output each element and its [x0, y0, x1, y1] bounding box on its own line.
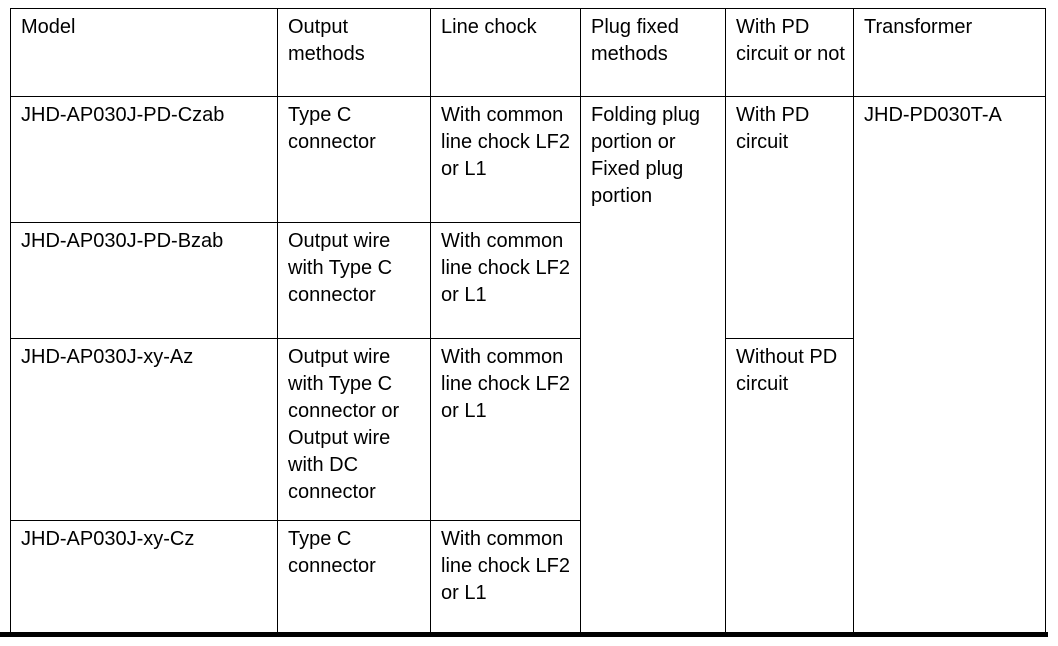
- table-row: JHD-AP030J-xy-Az Output wire with Type C…: [10, 338, 1046, 633]
- table-row: JHD-AP030J-xy-Cz Type C connector With c…: [10, 520, 1046, 633]
- output-methods-cell: Output wire with Type C connector: [277, 222, 431, 339]
- header-cell-line-chock: Line chock: [430, 8, 581, 97]
- without-pd-circuit-cell: Without PD circuit: [725, 338, 854, 633]
- page-bottom-rule: [0, 632, 1048, 637]
- table-row: JHD-AP030J-PD-Czab Type C connector With…: [10, 96, 1046, 633]
- header-cell-output-methods: Output methods: [277, 8, 431, 97]
- table-header-row: Model Output methods Line chock Plug fix…: [10, 8, 1046, 97]
- header-cell-model: Model: [10, 8, 278, 97]
- output-methods-cell: Output wire with Type C connector or Out…: [277, 338, 431, 521]
- line-chock-cell: With common line chock LF2 or L1: [430, 96, 581, 223]
- model-cell: JHD-AP030J-xy-Az: [10, 338, 278, 521]
- header-cell-plug-fixed-methods: Plug fixed methods: [580, 8, 726, 97]
- table-row: JHD-AP030J-PD-Bzab Output wire with Type…: [10, 222, 1046, 339]
- model-cell: JHD-AP030J-xy-Cz: [10, 520, 278, 633]
- line-chock-cell: With common line chock LF2 or L1: [430, 520, 581, 633]
- model-spec-table: Model Output methods Line chock Plug fix…: [10, 8, 1046, 633]
- model-cell: JHD-AP030J-PD-Bzab: [10, 222, 278, 339]
- with-pd-circuit-cell: With PD circuit: [725, 96, 854, 339]
- output-methods-cell: Type C connector: [277, 520, 431, 633]
- header-cell-transformer: Transformer: [853, 8, 1046, 97]
- transformer-cell: JHD-PD030T-A: [853, 96, 1046, 633]
- header-cell-pd-circuit: With PD circuit or not: [725, 8, 854, 97]
- output-methods-cell: Type C connector: [277, 96, 431, 223]
- line-chock-cell: With common line chock LF2 or L1: [430, 222, 581, 339]
- plug-fixed-methods-cell: Folding plug portion or Fixed plug porti…: [580, 96, 726, 633]
- model-cell: JHD-AP030J-PD-Czab: [10, 96, 278, 223]
- line-chock-cell: With common line chock LF2 or L1: [430, 338, 581, 521]
